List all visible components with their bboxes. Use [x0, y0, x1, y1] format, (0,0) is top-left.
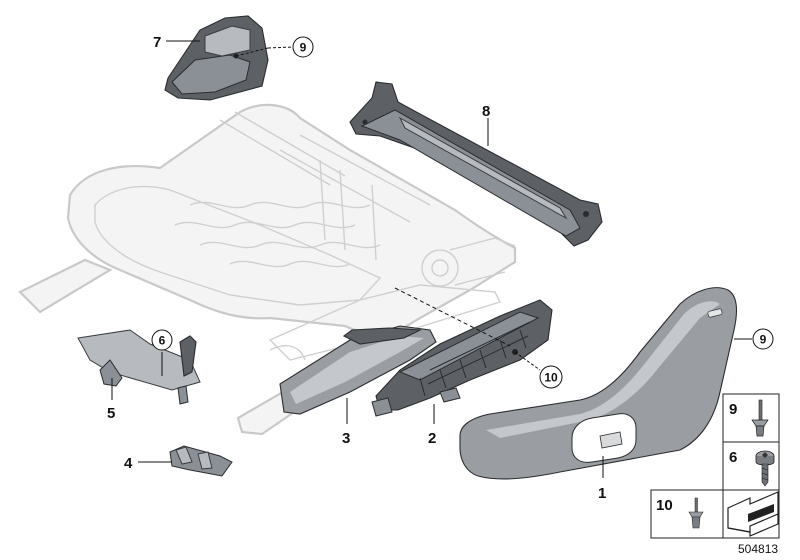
hardware-legend: 9 6 10 — [650, 393, 780, 539]
label-9-top: 9 — [300, 41, 307, 55]
part-5-bracket — [77, 329, 201, 405]
part-4-clip — [169, 445, 233, 477]
label-8: 8 — [482, 103, 490, 120]
legend-cell-9 — [722, 393, 780, 443]
callout-circle-10 — [539, 365, 563, 389]
callout-circle-9-right — [752, 328, 774, 350]
callout-circle-6 — [151, 329, 173, 351]
part-1-side-cover — [459, 287, 738, 480]
label-9-right: 9 — [760, 333, 767, 347]
part-7-bracket — [164, 15, 269, 101]
label-5: 5 — [107, 405, 115, 422]
document-number: 504813 — [738, 542, 778, 556]
label-3: 3 — [342, 430, 350, 447]
rivet-small-icon — [688, 497, 704, 529]
legend-label-9: 9 — [729, 401, 737, 418]
label-7: 7 — [153, 34, 161, 51]
label-10: 10 — [544, 371, 558, 385]
carrier-ribs — [419, 321, 531, 397]
label-4: 4 — [124, 455, 133, 472]
legend-label-10: 10 — [656, 497, 673, 514]
label-1: 1 — [598, 485, 606, 502]
arrow-tab-icon — [727, 491, 779, 537]
legend-cell-6 — [722, 441, 780, 491]
torx-screw-icon — [755, 450, 775, 487]
legend-label-6: 6 — [729, 449, 737, 466]
callout-labels: 1 2 3 4 5 6 7 8 9 9 10 — [107, 34, 774, 502]
legend-cell-10 — [650, 489, 724, 539]
part-8-rail — [349, 81, 603, 247]
label-6: 6 — [159, 334, 166, 348]
label-2: 2 — [428, 430, 436, 447]
part-3-trim — [279, 325, 437, 415]
leader-lines — [111, 40, 752, 478]
part-2-carrier — [371, 299, 553, 417]
rivet-icon — [751, 399, 769, 437]
